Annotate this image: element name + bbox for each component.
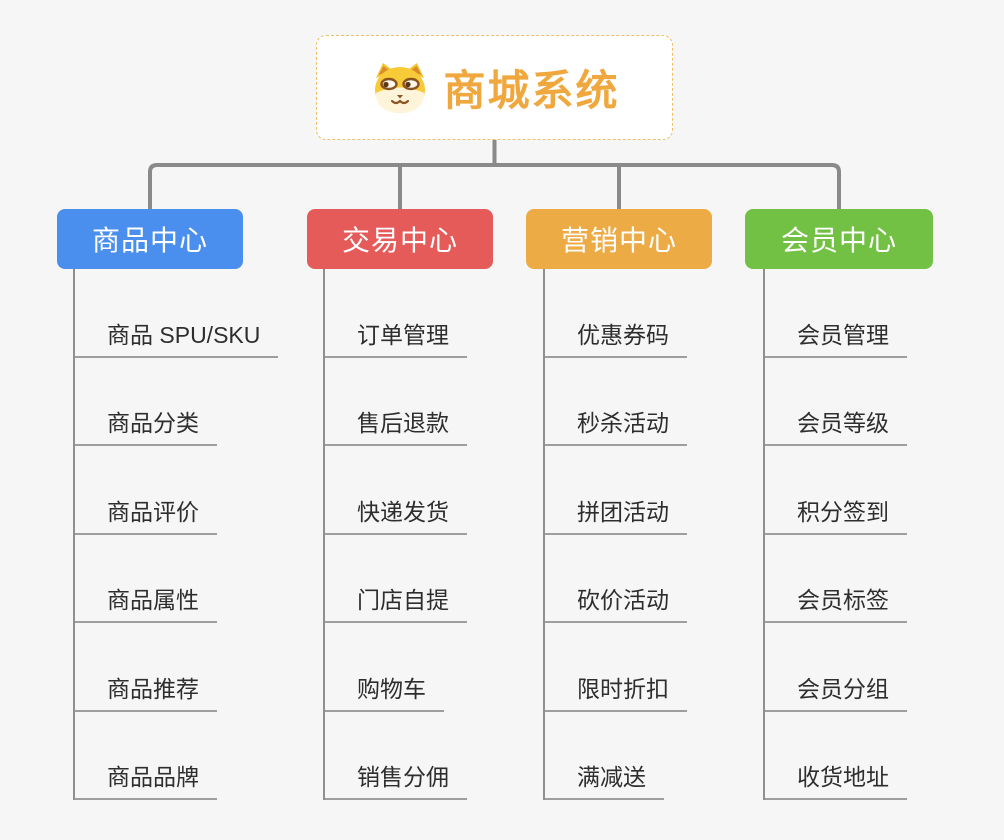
- branch-children-member-center: 会员管理 会员等级 积分签到 会员标签 会员分组 收货地址: [763, 269, 907, 800]
- leaf-node[interactable]: 销售分佣: [325, 712, 467, 800]
- branch-label: 会员中心: [780, 225, 897, 256]
- leaf-node[interactable]: 满减送: [545, 712, 664, 800]
- leaf-label: 限时折扣: [577, 675, 669, 702]
- leaf-node[interactable]: 门店自提: [325, 535, 467, 623]
- leaf-label: 商品属性: [107, 587, 199, 613]
- leaf-node[interactable]: 商品品牌: [75, 712, 217, 800]
- leaf-label: 会员等级: [797, 410, 889, 436]
- leaf-label: 门店自提: [357, 587, 449, 613]
- bus-line: [148, 163, 841, 209]
- leaf-label: 秒杀活动: [577, 410, 669, 436]
- leaf-label: 会员标签: [797, 587, 889, 613]
- leaf-node[interactable]: 秒杀活动: [545, 358, 687, 446]
- leaf-node[interactable]: 购物车: [325, 623, 444, 712]
- leaf-node[interactable]: 商品属性: [75, 535, 217, 623]
- root-node-title: 商城系统: [443, 67, 620, 114]
- leaf-label: 商品品牌: [107, 764, 199, 790]
- leaf-node[interactable]: 会员标签: [765, 535, 907, 623]
- leaf-label: 商品分类: [107, 410, 199, 436]
- leaf-node[interactable]: 积分签到: [765, 446, 907, 535]
- leaf-label: 砍价活动: [577, 587, 669, 613]
- leaf-node[interactable]: 商品分类: [75, 358, 217, 446]
- leaf-node[interactable]: 会员管理: [765, 269, 907, 358]
- leaf-label: 收货地址: [797, 764, 889, 790]
- leaf-label: 会员管理: [797, 321, 889, 348]
- leaf-node[interactable]: 收货地址: [765, 712, 907, 800]
- leaf-node[interactable]: 拼团活动: [545, 446, 687, 535]
- leaf-label: 商品 SPU/SKU: [107, 321, 261, 348]
- branch-label: 营销中心: [560, 225, 677, 256]
- branch-label: 商品中心: [91, 225, 208, 256]
- root-node[interactable]: 商城系统: [316, 35, 673, 140]
- leaf-label: 积分签到: [797, 498, 889, 525]
- leaf-node[interactable]: 优惠券码: [545, 269, 687, 358]
- leaf-label: 快递发货: [357, 498, 449, 525]
- branch-children-trade-center: 订单管理 售后退款 快递发货 门店自提 购物车 销售分佣: [323, 269, 467, 800]
- leaf-label: 售后退款: [357, 410, 449, 436]
- leaf-label: 订单管理: [357, 321, 449, 348]
- leaf-node[interactable]: 快递发货: [325, 446, 467, 535]
- leaf-node[interactable]: 会员等级: [765, 358, 907, 446]
- leaf-label: 会员分组: [797, 675, 889, 702]
- leaf-label: 商品评价: [107, 498, 199, 525]
- branch-node-trade-center[interactable]: 交易中心: [307, 209, 493, 269]
- branch-node-member-center[interactable]: 会员中心: [745, 209, 933, 269]
- leaf-label: 拼团活动: [577, 498, 669, 525]
- leaf-label: 商品推荐: [107, 675, 199, 702]
- leaf-node[interactable]: 商品推荐: [75, 623, 217, 712]
- branch-children-product-center: 商品 SPU/SKU 商品分类 商品评价 商品属性 商品推荐 商品品牌: [73, 269, 279, 800]
- leaf-label: 优惠券码: [577, 321, 669, 348]
- leaf-label: 销售分佣: [357, 764, 449, 790]
- branch-label: 交易中心: [341, 225, 458, 256]
- leaf-node[interactable]: 订单管理: [325, 269, 467, 358]
- branch-node-product-center[interactable]: 商品中心: [57, 209, 243, 269]
- leaf-node[interactable]: 商品 SPU/SKU: [75, 269, 279, 358]
- branch-children-marketing-center: 优惠券码 秒杀活动 拼团活动 砍价活动 限时折扣 满减送: [543, 269, 687, 800]
- leaf-node[interactable]: 砍价活动: [545, 535, 687, 623]
- shiba-dog-icon: [375, 62, 426, 113]
- leaf-label: 购物车: [357, 675, 426, 702]
- branch-node-marketing-center[interactable]: 营销中心: [526, 209, 712, 269]
- leaf-node[interactable]: 限时折扣: [545, 623, 687, 712]
- leaf-label: 满减送: [577, 764, 646, 790]
- leaf-node[interactable]: 会员分组: [765, 623, 907, 712]
- leaf-node[interactable]: 商品评价: [75, 446, 217, 535]
- leaf-node[interactable]: 售后退款: [325, 358, 467, 446]
